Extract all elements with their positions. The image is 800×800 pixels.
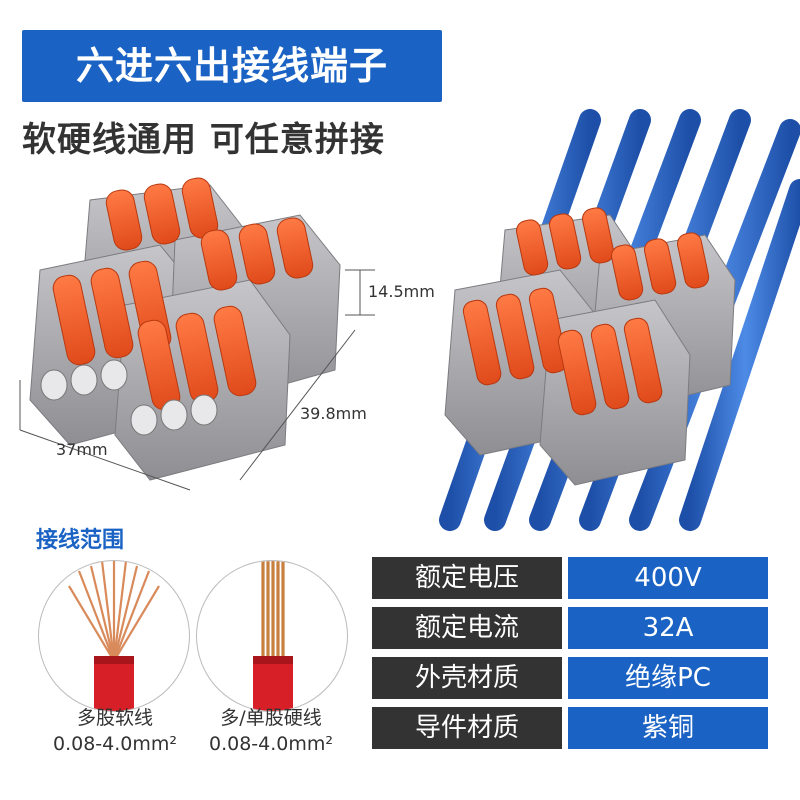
- spec-label: 导件材质: [372, 707, 562, 749]
- page-title: 六进六出接线端子: [75, 44, 388, 88]
- connector-left-icon: [29, 177, 341, 481]
- spec-label: 额定电流: [372, 607, 562, 649]
- wire-type-hard: 多/单股硬线 0.08-4.0mm²: [176, 705, 366, 757]
- spec-value: 绝缘PC: [568, 657, 768, 699]
- spec-table: 额定电压 400V 额定电流 32A 外壳材质 绝缘PC 导件材质 紫铜: [372, 557, 768, 757]
- dimension-length-label: 39.8mm: [300, 404, 367, 423]
- spec-label: 外壳材质: [372, 657, 562, 699]
- connector-right-icon: [444, 207, 736, 486]
- title-banner: 六进六出接线端子: [22, 30, 442, 102]
- wire-type-soft: 多股软线 0.08-4.0mm²: [20, 705, 210, 757]
- wire-range-title: 接线范围: [36, 528, 125, 553]
- solid-wire-icon: [196, 560, 348, 712]
- wire-type-soft-name: 多股软线: [76, 707, 153, 729]
- dimension-height-label: 14.5mm: [368, 282, 435, 301]
- dimension-width-label: 37mm: [56, 440, 108, 459]
- spec-value: 400V: [568, 557, 768, 599]
- spec-row: 额定电流 32A: [372, 607, 768, 649]
- spec-value: 紫铜: [568, 707, 768, 749]
- spec-label: 额定电压: [372, 557, 562, 599]
- wire-type-hard-range: 0.08-4.0mm²: [208, 733, 333, 755]
- dimension-lines: [19, 269, 375, 491]
- stranded-wire-icon: [38, 560, 190, 712]
- spec-row: 导件材质 紫铜: [372, 707, 768, 749]
- wire-type-hard-name: 多/单股硬线: [220, 707, 322, 729]
- spec-row: 外壳材质 绝缘PC: [372, 657, 768, 699]
- spec-value: 32A: [568, 607, 768, 649]
- page-subtitle: 软硬线通用 可任意拼接: [22, 120, 385, 160]
- spec-row: 额定电压 400V: [372, 557, 768, 599]
- wire-type-soft-range: 0.08-4.0mm²: [52, 733, 177, 755]
